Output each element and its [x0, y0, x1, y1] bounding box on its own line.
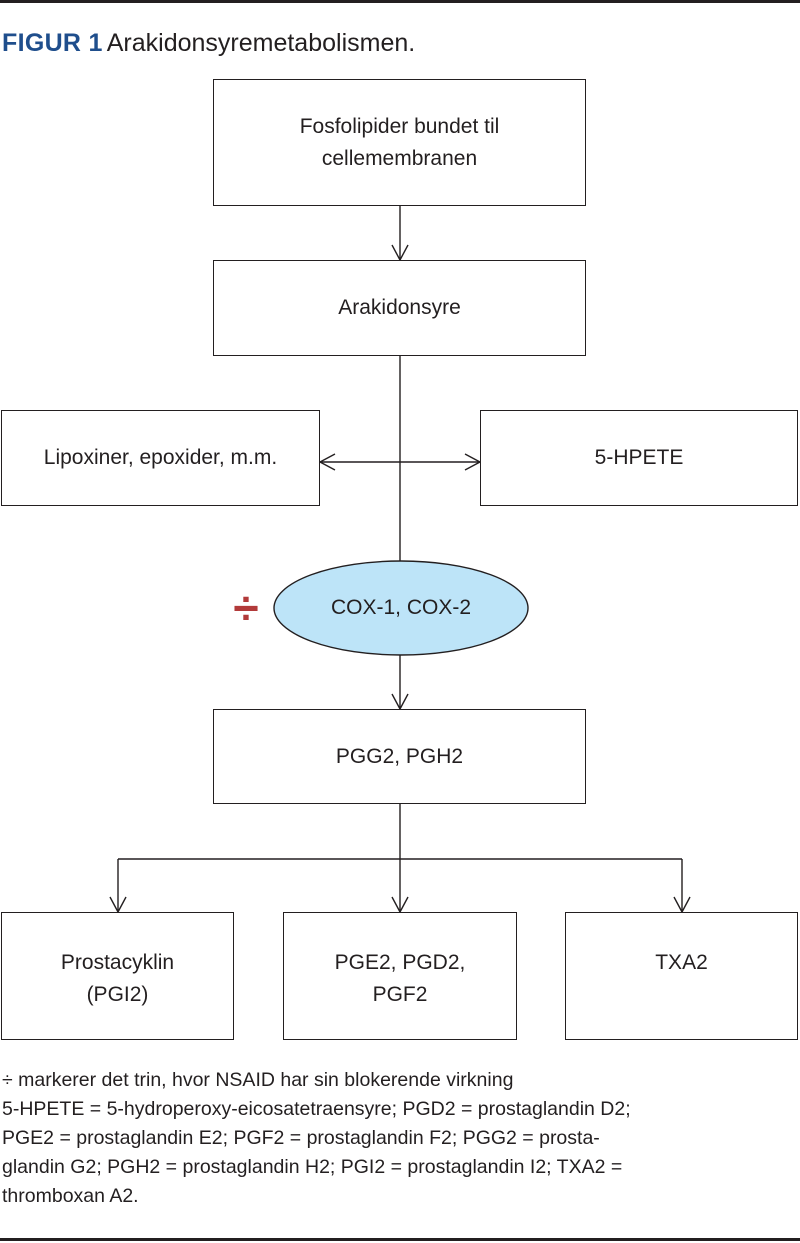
top-rule: [0, 0, 800, 3]
node-pgg2-pgh2-label: PGG2, PGH2: [335, 744, 464, 768]
node-pge2-pgd2-pgf2: PGE2, PGD2, PGF2: [283, 912, 517, 1040]
node-arachidonic-acid: Arakidonsyre: [213, 260, 586, 356]
nsaid-inhibition-symbol: ÷: [233, 582, 259, 634]
node-lipoxins: Lipoxiner, epoxider, m.m.: [1, 410, 320, 506]
figure-label: FIGUR 1: [2, 29, 103, 57]
node-txa2: TXA2: [565, 912, 798, 1040]
node-phospholipids: Fosfolipider bundet til cellemembranen: [213, 79, 586, 206]
node-pge2-line-1: PGE2, PGD2,: [334, 951, 466, 974]
bottom-rule: [0, 1238, 800, 1241]
node-prostacyclin: Prostacyklin (PGI2): [1, 912, 234, 1040]
footnote: ÷ markerer det trin, hvor NSAID har sin …: [2, 1066, 798, 1211]
node-lipoxins-label: Lipoxiner, epoxider, m.m.: [43, 446, 278, 469]
node-pge2-line-2: PGF2: [372, 983, 428, 1006]
node-phospholipids-line-1: Fosfolipider bundet til: [299, 114, 500, 138]
footnote-line: glandin G2; PGH2 = prostaglandin H2; PGI…: [2, 1156, 623, 1178]
node-5-hpete: 5-HPETE: [480, 410, 798, 506]
node-cox-label: COX-1, COX-2: [330, 596, 472, 619]
node-prostacyclin-line-1: Prostacyklin: [60, 951, 175, 974]
node-5-hpete-label: 5-HPETE: [594, 446, 684, 469]
footnote-line: thromboxan A2.: [2, 1185, 139, 1207]
footnote-line: PGE2 = prostaglandin E2; PGF2 = prostagl…: [2, 1127, 600, 1149]
node-prostacyclin-line-2: (PGI2): [86, 983, 149, 1006]
footnote-line: ÷ markerer det trin, hvor NSAID har sin …: [2, 1069, 514, 1091]
footnote-line: 5-HPETE = 5-hydroperoxy-eicosatetraensyr…: [2, 1098, 631, 1120]
node-txa2-label: TXA2: [655, 951, 708, 974]
node-arachidonic-acid-label: Arakidonsyre: [338, 296, 461, 319]
node-pgg2-pgh2: PGG2, PGH2: [213, 709, 586, 804]
figure-caption: Arakidonsyremetabolismen.: [106, 29, 416, 57]
cox-enzyme-ellipse: [273, 560, 529, 656]
node-phospholipids-line-2: cellemembranen: [321, 146, 478, 170]
